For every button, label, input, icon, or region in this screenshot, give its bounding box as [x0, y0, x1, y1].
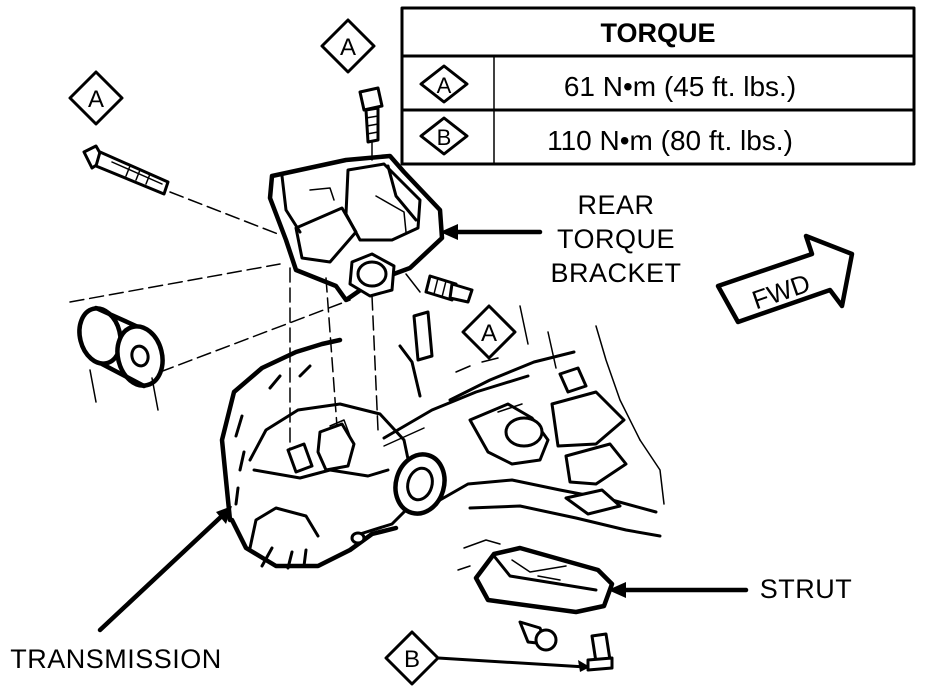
callout-bottom: B: [384, 630, 590, 686]
callout-top-center-diamond: [320, 18, 376, 74]
strut-part: [473, 545, 749, 615]
torque-row-a-diamond: [419, 64, 469, 104]
callout-bottom-letter: B: [404, 646, 420, 673]
rear-bracket-label-line1: REAR: [577, 190, 654, 220]
callout-top-left-letter: A: [88, 86, 104, 113]
rear-bracket-label-line3: BRACKET: [550, 258, 681, 288]
vertical-bolt: [358, 86, 384, 144]
callout-top-left-diamond: [68, 70, 124, 126]
torque-row-a-key: A: [437, 73, 452, 98]
alignment-lines: [69, 141, 421, 451]
strut-label: STRUT: [760, 574, 853, 604]
transmission-label: TRANSMISSION: [10, 644, 222, 674]
callout-bottom-leader: [436, 656, 588, 669]
callout-top-center: A: [320, 18, 376, 74]
callout-bottom-arrowhead: [578, 660, 590, 672]
callout-middle-diamond: [461, 304, 517, 360]
torque-row-b-key: B: [437, 125, 452, 150]
transmission-leader: [97, 511, 227, 633]
torque-table: TORQUE A 61 N•m (45 ft. lbs.) B 110 N•m …: [400, 6, 916, 166]
callout-middle: A: [461, 304, 517, 360]
callout-top-left: A: [68, 70, 124, 126]
torque-row-b-diamond: [419, 116, 469, 156]
transmission-arrowhead: [216, 506, 232, 524]
callout-top-center-letter: A: [340, 34, 356, 61]
rear-bracket-arrowhead: [440, 224, 458, 240]
strut-arrowhead: [608, 582, 626, 598]
forward-arrow: FWD: [715, 233, 855, 325]
torque-row-b-value: 110 N•m (80 ft. lbs.): [547, 125, 793, 156]
callout-bottom-diamond: [384, 630, 440, 686]
rear-torque-bracket: [267, 153, 543, 303]
callout-middle-letter: A: [481, 320, 497, 347]
torque-row-a-value: 61 N•m (45 ft. lbs.): [564, 71, 796, 102]
forward-arrow-shape: [715, 233, 855, 325]
torque-table-border: [400, 6, 916, 166]
strut-bolt: [518, 620, 614, 672]
rear-bracket-label-line2: TORQUE: [557, 224, 675, 254]
long-bolt: [82, 144, 170, 196]
side-bolt: [424, 274, 474, 304]
transmission-housing: [219, 310, 530, 570]
engine-cradle: [438, 305, 665, 571]
cylindrical-mount: [77, 305, 165, 411]
torque-table-title: TORQUE: [600, 18, 715, 48]
